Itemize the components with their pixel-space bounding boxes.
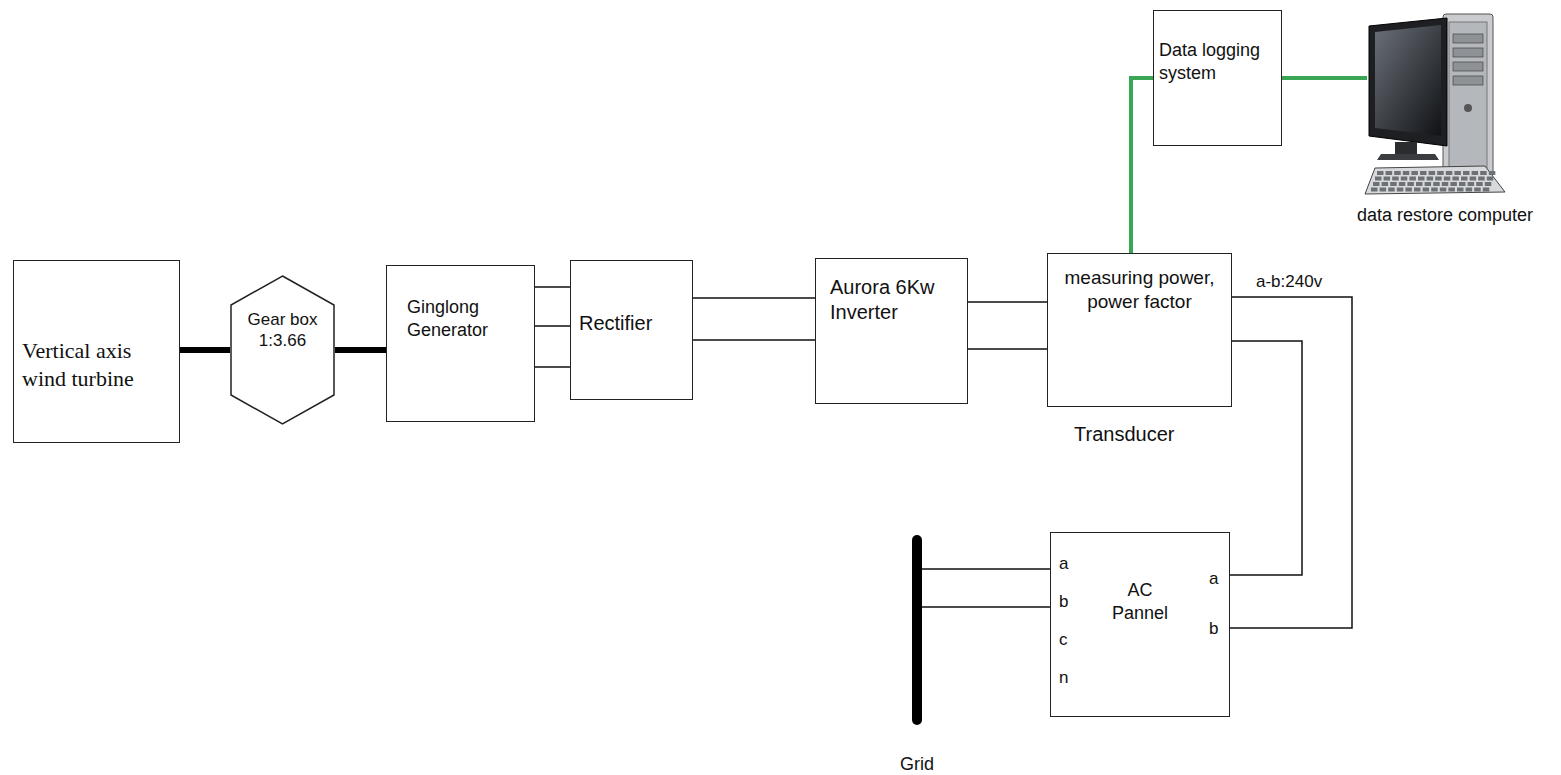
- terminal-letter: c: [1059, 629, 1075, 650]
- terminal-letter: a: [1059, 553, 1075, 574]
- generator-box: Ginglong Generator: [386, 265, 535, 422]
- connector: [1282, 76, 1367, 80]
- node-text: AC Pannel: [1103, 579, 1177, 624]
- data-logger-box: Data logging system: [1153, 10, 1282, 146]
- rectifier-box: Rectifier: [570, 260, 693, 400]
- terminal-letter: a: [1209, 568, 1225, 589]
- transducer-box: measuring power, power factorTransducer: [1047, 253, 1232, 407]
- inverter-box: Aurora 6Kw Inverter: [815, 258, 968, 404]
- voltage-label: a-b:240v: [1254, 272, 1324, 292]
- node-text: Vertical axis wind turbine: [22, 337, 174, 392]
- node-text: Gear box 1:3.66: [241, 309, 324, 352]
- ac-panel-box: AC Pannelabcnab: [1050, 532, 1230, 717]
- gearbox-hexagon: Gear box 1:3.66: [229, 275, 336, 425]
- grid-label: Grid: [887, 753, 947, 775]
- connector: [968, 302, 1047, 349]
- computer-label: data restore computer: [1341, 204, 1549, 227]
- node-text: measuring power, power factor: [1050, 266, 1229, 314]
- node-text: Aurora 6Kw Inverter: [830, 275, 958, 325]
- connector: [535, 287, 570, 367]
- computer-node: data restore computer: [1335, 8, 1553, 230]
- connector: [1230, 297, 1352, 628]
- connector: [180, 347, 230, 353]
- node-text: Data logging system: [1159, 39, 1281, 84]
- terminal-letter: n: [1059, 667, 1075, 688]
- terminal-letter: b: [1059, 591, 1075, 612]
- computer-icon: [1335, 8, 1553, 198]
- connector: [922, 569, 1050, 607]
- node-text: Ginglong Generator: [407, 296, 522, 341]
- turbine-box: Vertical axis wind turbine: [13, 260, 180, 443]
- transducer-heading: Transducer: [1074, 422, 1224, 447]
- connector: [693, 298, 815, 340]
- connector: [335, 347, 386, 353]
- grid-bus-bar: Grid: [912, 535, 922, 725]
- node-text: Rectifier: [579, 311, 684, 336]
- terminal-letter: b: [1209, 618, 1225, 639]
- connector: [1131, 78, 1153, 253]
